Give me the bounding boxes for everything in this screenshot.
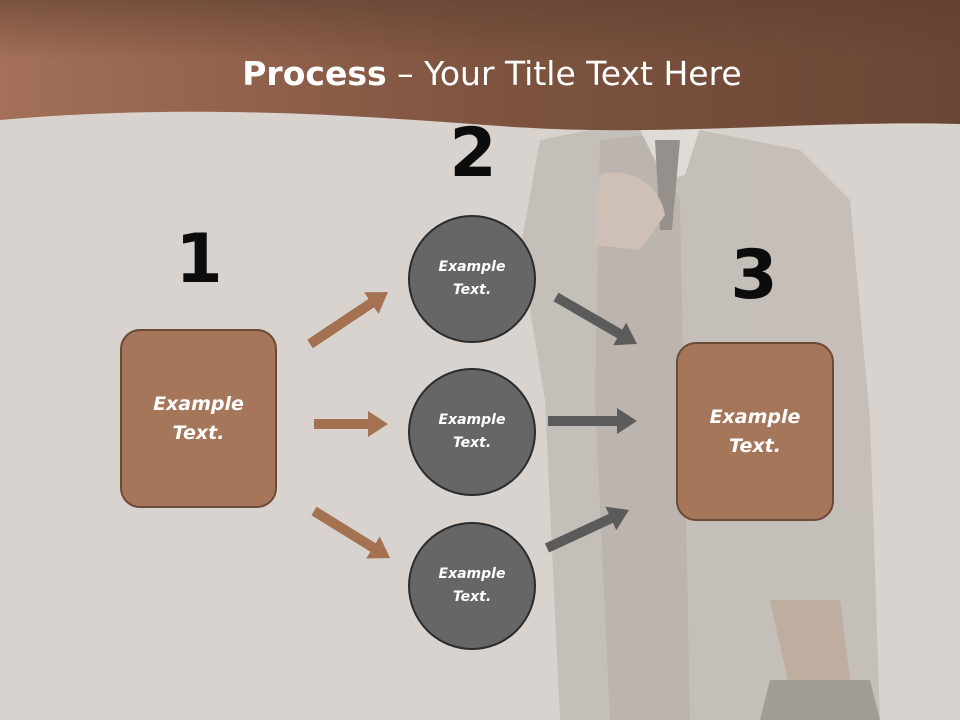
step-box-3-text: Example Text. (709, 405, 801, 457)
arrow-box1-to-circle3 (311, 506, 390, 559)
arrow-circle1-to-box3 (553, 292, 637, 346)
title-rest: Your Title Text Here (424, 54, 742, 93)
arrow-circle2-to-box3 (548, 408, 637, 434)
step-box-3: Example Text. (676, 342, 834, 521)
step-number-2: 2 (449, 114, 497, 193)
step-box-1-text: Example Text. (153, 392, 244, 444)
step-box-1: Example Text. (120, 329, 277, 508)
circle-3: Example Text. (408, 522, 536, 650)
arrow-box1-to-circle2 (314, 411, 388, 437)
arrow-circle3-to-box3 (544, 506, 629, 553)
arrow-box1-to-circle1 (307, 292, 388, 349)
step-number-1: 1 (175, 220, 223, 299)
page-title: Process – Your Title Text Here (0, 52, 960, 96)
title-separator: – (386, 54, 425, 93)
circle-2: Example Text. (408, 368, 536, 496)
circle-2-text: Example Text. (438, 412, 506, 451)
title-bold: Process (242, 54, 387, 93)
circle-1: Example Text. (408, 215, 536, 343)
circle-1-text: Example Text. (438, 259, 506, 298)
circle-3-text: Example Text. (438, 566, 506, 605)
step-number-3: 3 (730, 236, 778, 315)
